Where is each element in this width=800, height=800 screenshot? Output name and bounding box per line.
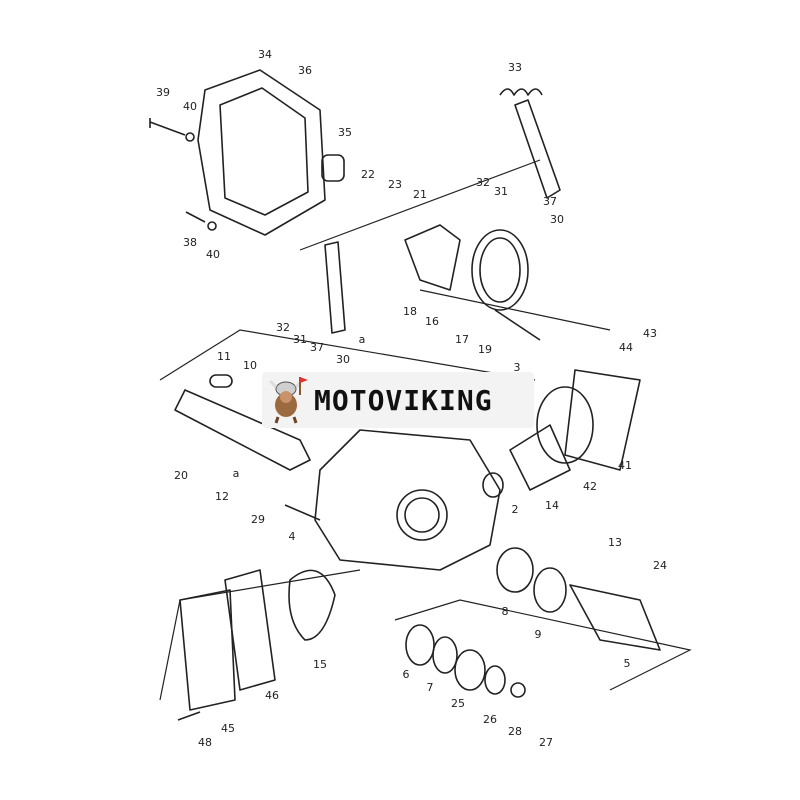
part-label: a <box>233 467 240 480</box>
part-label: 15 <box>313 658 327 671</box>
cover <box>224 569 276 691</box>
part-label: 36 <box>298 64 312 77</box>
part-label: 23 <box>388 178 402 191</box>
part-label: 28 <box>508 725 522 738</box>
brand-name: MOTOVIKING <box>314 383 493 417</box>
part-labels: 34 36 39 40 35 38 40 33 32 31 37 30 22 2… <box>156 48 667 749</box>
part-label: 26 <box>483 713 497 726</box>
oil-seal <box>496 547 534 593</box>
lever <box>514 99 561 199</box>
part-label: 40 <box>206 248 220 261</box>
part-label: 10 <box>243 359 257 372</box>
seal <box>405 624 435 666</box>
part-label: 17 <box>455 333 469 346</box>
spring <box>499 88 543 96</box>
part-label: 11 <box>217 350 231 363</box>
band <box>471 229 541 341</box>
part-label: 8 <box>502 605 509 618</box>
part-label: 21 <box>413 188 427 201</box>
bolt <box>185 211 217 231</box>
housing-bore <box>396 489 448 541</box>
part-label: 16 <box>425 315 439 328</box>
gear-case-cover <box>197 69 345 236</box>
part-label: 29 <box>251 513 265 526</box>
housing-bore-inner <box>404 497 440 533</box>
shift-shaft <box>174 389 311 471</box>
part-label: 18 <box>403 305 417 318</box>
part-label: a <box>359 333 366 346</box>
part-label: 46 <box>265 689 279 702</box>
sleeve <box>569 584 661 651</box>
cover-plate <box>564 369 641 471</box>
part-label: 31 <box>494 185 508 198</box>
part-label: 32 <box>476 176 490 189</box>
plug <box>209 374 233 388</box>
cam <box>288 569 336 641</box>
part-label: 27 <box>539 736 553 749</box>
part-label: 9 <box>535 628 542 641</box>
gasket <box>179 589 236 711</box>
part-label: 37 <box>543 195 557 208</box>
part-label: 12 <box>215 490 229 503</box>
bolt <box>149 118 195 142</box>
washer <box>484 665 506 695</box>
bolt <box>177 711 201 721</box>
part-label: 31 <box>293 333 307 346</box>
circlip <box>533 567 567 613</box>
part-label: 43 <box>643 327 657 340</box>
lever <box>324 241 346 334</box>
part-label: 13 <box>608 536 622 549</box>
cap <box>482 472 504 498</box>
part-label: 39 <box>156 86 170 99</box>
shift-cam <box>404 224 461 291</box>
part-label: 30 <box>550 213 564 226</box>
washer <box>454 649 486 691</box>
part-label: 45 <box>221 722 235 735</box>
watermark-logo: MOTOVIKING <box>262 372 534 428</box>
part-label: 34 <box>258 48 272 61</box>
part-label: 25 <box>451 697 465 710</box>
part-label: 48 <box>198 736 212 749</box>
ring <box>432 636 458 674</box>
part-label: 3 <box>514 361 521 374</box>
part-label: 35 <box>338 126 352 139</box>
part-label: 22 <box>361 168 375 181</box>
part-label: 19 <box>478 343 492 356</box>
part-label: 32 <box>276 321 290 334</box>
nut <box>510 682 526 698</box>
part-label: 20 <box>174 469 188 482</box>
part-label: 30 <box>336 353 350 366</box>
part-label: 38 <box>183 236 197 249</box>
part-label: 5 <box>624 657 631 670</box>
pin <box>284 504 321 521</box>
viking-mascot-icon <box>268 377 308 424</box>
part-label: 7 <box>427 681 434 694</box>
part-label: 2 <box>512 503 519 516</box>
part-label: 14 <box>545 499 559 512</box>
guide-plane <box>159 329 536 381</box>
part-label: 33 <box>508 61 522 74</box>
part-label: 41 <box>618 459 632 472</box>
part-label: 37 <box>310 341 324 354</box>
part-label: 40 <box>183 100 197 113</box>
part-label: 42 <box>583 480 597 493</box>
clutch-drum <box>509 424 571 491</box>
o-ring <box>536 386 594 464</box>
part-label: 24 <box>653 559 667 572</box>
part-label: 4 <box>289 530 296 543</box>
gear-housing <box>314 429 501 571</box>
part-label: 6 <box>403 668 410 681</box>
part-label: 44 <box>619 341 633 354</box>
guide-line <box>299 159 611 331</box>
